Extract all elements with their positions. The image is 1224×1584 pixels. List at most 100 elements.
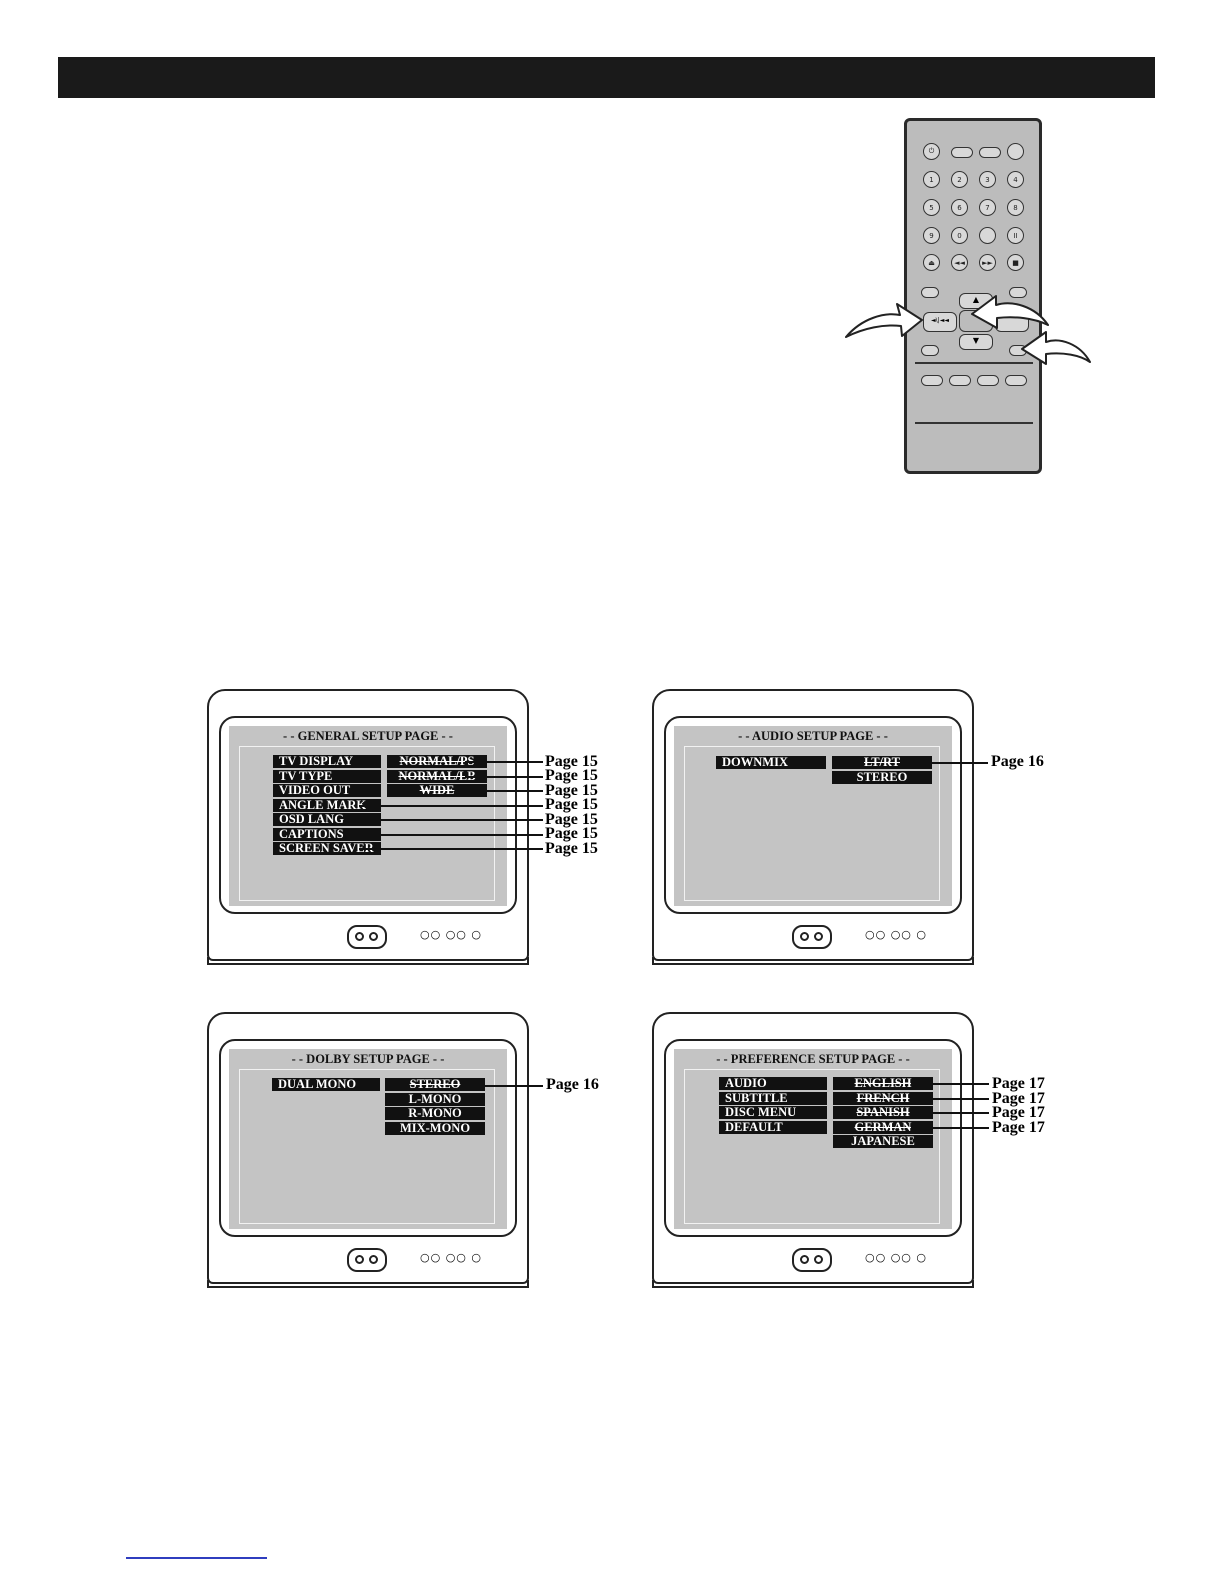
eject-icon: ⏏ (923, 254, 940, 271)
remote-bottom-button (977, 375, 999, 386)
menu-option: STEREO (832, 771, 932, 784)
menu-option: GERMAN (833, 1121, 933, 1134)
page-reference: Page 15 (545, 825, 598, 842)
screen-inner-frame (239, 1069, 495, 1224)
tv-control-dots: ○○ ○○ ○ (420, 928, 482, 941)
remote-divider (915, 422, 1033, 424)
number-key: 9 (923, 227, 940, 244)
remote-top-button (979, 147, 1001, 158)
tv-knob (347, 1248, 387, 1272)
footer-rule (126, 1557, 267, 1559)
number-key: 4 (1007, 171, 1024, 188)
number-key: 3 (979, 171, 996, 188)
screen-title: - - DOLBY SETUP PAGE - - (291, 1052, 445, 1066)
screen-inner-frame (684, 1069, 940, 1224)
menu-item: DEFAULT (719, 1121, 827, 1134)
tv-general-setup: - - GENERAL SETUP PAGE - - TV DISPLAY TV… (207, 689, 529, 967)
tv-dolby-setup: - - DOLBY SETUP PAGE - - DUAL MONO STERE… (207, 1012, 529, 1290)
remote-bottom-button (949, 375, 971, 386)
menu-option: STEREO (385, 1078, 485, 1091)
remote-top-round-button (1007, 143, 1024, 160)
leader-line (359, 819, 543, 821)
tv-screen: - - GENERAL SETUP PAGE - - TV DISPLAY TV… (229, 726, 507, 906)
leader-line (465, 761, 543, 763)
page-reference: Page 15 (545, 811, 598, 828)
tv-control-dots: ○○ ○○ ○ (420, 1251, 482, 1264)
enter-key (959, 310, 993, 332)
page-reference: Page 16 (546, 1076, 599, 1093)
number-key: 7 (979, 199, 996, 216)
remote-small-button (1009, 287, 1027, 298)
remote-bottom-button (1005, 375, 1027, 386)
fast-forward-icon: ►► (979, 254, 996, 271)
menu-item: OSD LANG (273, 813, 381, 826)
leader-line (911, 1112, 989, 1114)
number-key: 5 (923, 199, 940, 216)
tv-knob (347, 925, 387, 949)
menu-item: TV TYPE (273, 770, 381, 783)
page-reference: Page 17 (992, 1119, 1045, 1136)
power-icon: ⏻ (923, 143, 940, 160)
menu-option: NORMAL/PS (387, 755, 487, 768)
left-arrow-key: ◄\|◄◄ (923, 312, 957, 332)
leader-line (463, 1085, 543, 1087)
page-reference: Page 15 (545, 782, 598, 799)
number-key: 6 (951, 199, 968, 216)
page-reference: Page 15 (545, 767, 598, 784)
leader-line (359, 848, 543, 850)
page-reference: Page 15 (545, 753, 598, 770)
screen-inner-frame (239, 746, 495, 901)
menu-option: LT/RT (832, 756, 932, 769)
page-reference: Page 15 (545, 840, 598, 857)
leader-line (465, 790, 543, 792)
page-reference: Page 16 (991, 753, 1044, 770)
header-bar (58, 57, 1155, 98)
leader-line (910, 762, 988, 764)
tv-knob (792, 925, 832, 949)
menu-item: SCREEN SAVER (273, 842, 381, 855)
tv-screen: - - DOLBY SETUP PAGE - - DUAL MONO STERE… (229, 1049, 507, 1229)
remote-small-button (921, 287, 939, 298)
menu-item: AUDIO (719, 1077, 827, 1090)
tv-screen: - - PREFERENCE SETUP PAGE - - AUDIO SUBT… (674, 1049, 952, 1229)
screen-inner-frame (684, 746, 940, 901)
menu-item: DOWNMIX (716, 756, 826, 769)
leader-line (465, 776, 543, 778)
menu-item: DUAL MONO (272, 1078, 380, 1091)
number-key: 1 (923, 171, 940, 188)
tv-base (652, 957, 974, 965)
leader-line (911, 1127, 989, 1129)
page-reference: Page 17 (992, 1090, 1045, 1107)
tv-knob (792, 1248, 832, 1272)
screen-title: - - AUDIO SETUP PAGE - - (738, 729, 888, 743)
remote-top-button (951, 147, 973, 158)
number-key: 8 (1007, 199, 1024, 216)
tv-control-dots: ○○ ○○ ○ (865, 928, 927, 941)
tv-preference-setup: - - PREFERENCE SETUP PAGE - - AUDIO SUBT… (652, 1012, 974, 1290)
page-reference: Page 17 (992, 1104, 1045, 1121)
tv-base (207, 957, 529, 965)
menu-option: L-MONO (385, 1093, 485, 1106)
tv-base (207, 1280, 529, 1288)
menu-option: JAPANESE (833, 1135, 933, 1148)
menu-option: NORMAL/LB (387, 770, 487, 783)
tv-screen: - - AUDIO SETUP PAGE - - DOWNMIX LT/RT S… (674, 726, 952, 906)
menu-item: ANGLE MARK (273, 799, 381, 812)
remote-small-button (921, 345, 939, 356)
leader-line (911, 1083, 989, 1085)
page-reference: Page 15 (545, 796, 598, 813)
screen-title: - - PREFERENCE SETUP PAGE - - (716, 1052, 910, 1066)
tv-control-dots: ○○ ○○ ○ (865, 1251, 927, 1264)
menu-item: VIDEO OUT (273, 784, 381, 797)
setup-button (1009, 345, 1027, 356)
menu-option: WIDE (387, 784, 487, 797)
right-arrow-key (995, 312, 1029, 332)
rewind-icon: ◄◄ (951, 254, 968, 271)
remote-divider (915, 362, 1033, 364)
remote-blank-button (979, 227, 996, 244)
number-key: 2 (951, 171, 968, 188)
stop-icon: ■ (1007, 254, 1024, 271)
tv-base (652, 1280, 974, 1288)
remote-bottom-button (921, 375, 943, 386)
number-key: 0 (951, 227, 968, 244)
